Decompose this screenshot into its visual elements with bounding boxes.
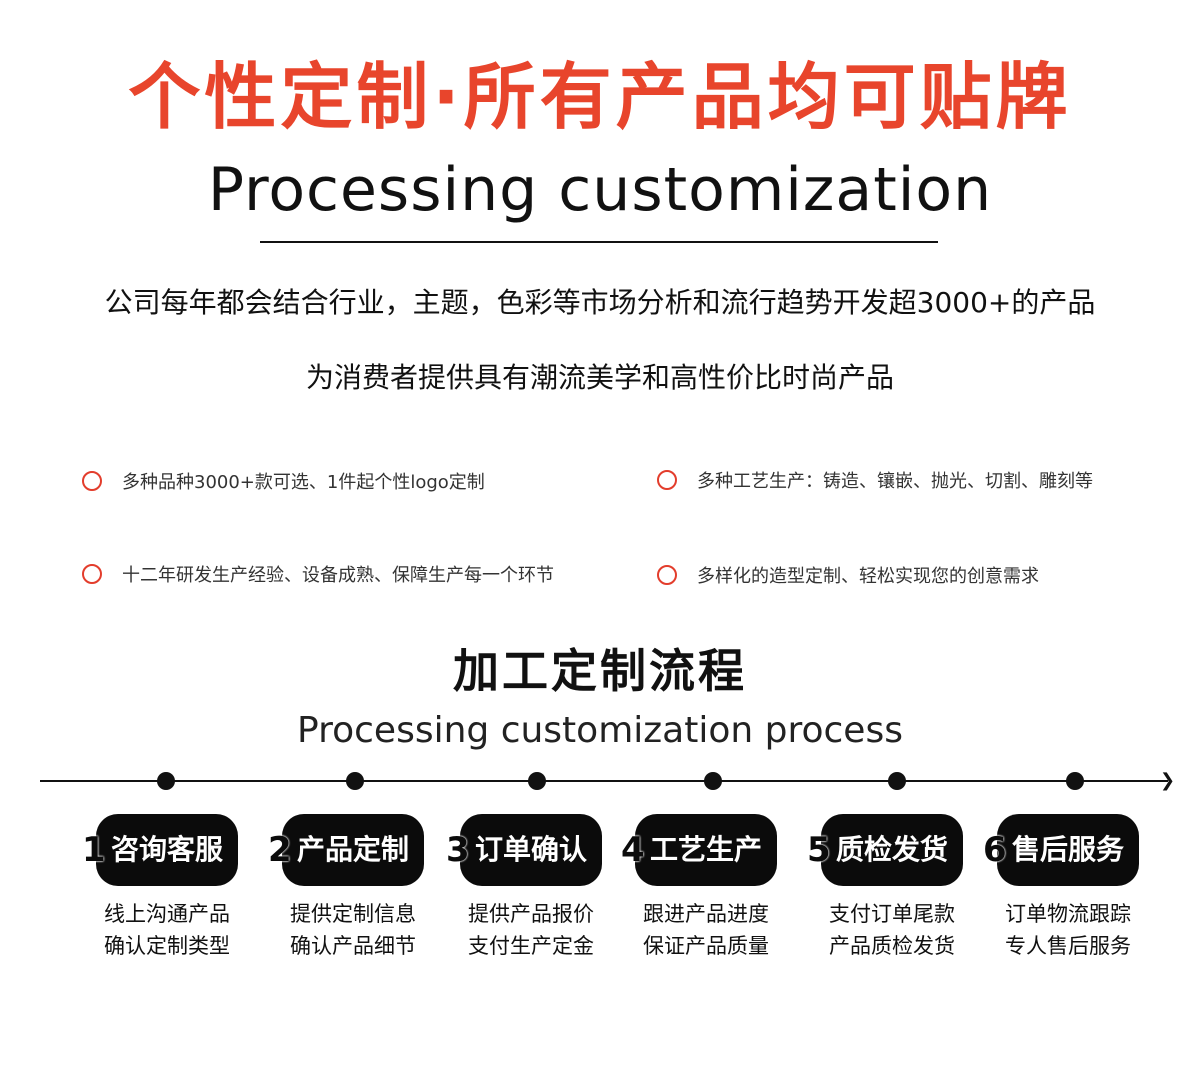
step-pill <box>997 814 1139 886</box>
step-number: 2 <box>268 830 292 870</box>
step-desc-line-2: 确认产品细节 <box>290 934 416 958</box>
intro-line-1: 公司每年都会结合行业，主题，色彩等市场分析和流行趋势开发超3000+的产品 <box>104 286 1096 319</box>
step-description: 支付订单尾款 产品质检发货 <box>807 898 977 962</box>
process-step: 5 质检发货 支付订单尾款 产品质检发货 <box>807 814 997 962</box>
step-desc-line-2: 确认定制类型 <box>104 934 230 958</box>
timeline-dot <box>704 772 722 790</box>
step-number: 5 <box>807 830 831 870</box>
timeline-line <box>40 780 1168 782</box>
step-badge: 3 订单确认 <box>446 814 636 886</box>
arrow-right-icon: ❯ <box>1160 770 1176 791</box>
step-label: 咨询客服 <box>110 833 223 866</box>
step-pill <box>96 814 238 886</box>
timeline-dot <box>346 772 364 790</box>
step-description: 提供定制信息 确认产品细节 <box>268 898 438 962</box>
step-desc-line-1: 跟进产品进度 <box>643 902 769 926</box>
intro-line-2: 为消费者提供具有潮流美学和高性价比时尚产品 <box>305 361 894 394</box>
step-pill <box>460 814 602 886</box>
step-label: 工艺生产 <box>649 833 762 866</box>
process-step: 3 订单确认 提供产品报价 支付生产定金 <box>446 814 636 962</box>
step-desc-line-2: 产品质检发货 <box>829 934 955 958</box>
process-title: 加工定制流程 <box>453 644 747 698</box>
timeline-dot <box>888 772 906 790</box>
timeline-dot <box>157 772 175 790</box>
step-label: 售后服务 <box>1011 833 1124 866</box>
step-desc-line-2: 支付生产定金 <box>468 934 594 958</box>
step-pill <box>821 814 963 886</box>
process-step: 4 工艺生产 跟进产品进度 保证产品质量 <box>621 814 811 962</box>
step-description: 线上沟通产品 确认定制类型 <box>82 898 252 962</box>
step-desc-line-2: 保证产品质量 <box>643 934 769 958</box>
feature-text: 多样化的造型定制、轻松实现您的创意需求 <box>697 566 1039 587</box>
feature-text: 十二年研发生产经验、设备成熟、保障生产每一个环节 <box>122 565 554 586</box>
step-label: 产品定制 <box>296 833 409 866</box>
step-desc-line-1: 线上沟通产品 <box>104 902 230 926</box>
step-label: 质检发货 <box>835 833 948 866</box>
feature-item: 多样化的造型定制、轻松实现您的创意需求 <box>657 560 1039 590</box>
timeline-dot <box>528 772 546 790</box>
feature-text: 多种工艺生产：铸造、镶嵌、抛光、切割、雕刻等 <box>697 471 1093 492</box>
process-step: 2 产品定制 提供定制信息 确认产品细节 <box>268 814 458 962</box>
process-subtitle: Processing customization process <box>297 710 903 751</box>
step-pill <box>282 814 424 886</box>
step-desc-line-1: 提供产品报价 <box>468 902 594 926</box>
page-subtitle: Processing customization <box>207 155 993 225</box>
step-badge: 2 产品定制 <box>268 814 458 886</box>
process-step: 6 售后服务 订单物流跟踪 专人售后服务 <box>983 814 1173 962</box>
step-desc-line-2: 专人售后服务 <box>1005 934 1131 958</box>
step-desc-line-1: 订单物流跟踪 <box>1005 902 1131 926</box>
feature-item: 多种品种3000+款可选、1件起个性logo定制 <box>82 466 485 496</box>
circle-bullet-icon <box>657 565 677 585</box>
step-desc-line-1: 支付订单尾款 <box>829 902 955 926</box>
page-title: 个性定制·所有产品均可贴牌 <box>128 55 1072 139</box>
step-description: 跟进产品进度 保证产品质量 <box>621 898 791 962</box>
step-badge: 6 售后服务 <box>983 814 1173 886</box>
feature-item: 多种工艺生产：铸造、镶嵌、抛光、切割、雕刻等 <box>657 465 1093 495</box>
step-desc-line-1: 提供定制信息 <box>290 902 416 926</box>
step-pill <box>635 814 777 886</box>
step-label: 订单确认 <box>474 833 587 866</box>
circle-bullet-icon <box>82 471 102 491</box>
feature-item: 十二年研发生产经验、设备成熟、保障生产每一个环节 <box>82 559 554 589</box>
timeline-dot <box>1066 772 1084 790</box>
step-number: 6 <box>983 830 1007 870</box>
step-number: 4 <box>621 830 645 870</box>
process-step: 1 咨询客服 线上沟通产品 确认定制类型 <box>82 814 272 962</box>
step-description: 订单物流跟踪 专人售后服务 <box>983 898 1153 962</box>
feature-text: 多种品种3000+款可选、1件起个性logo定制 <box>122 472 485 493</box>
step-number: 1 <box>82 830 106 870</box>
step-badge: 5 质检发货 <box>807 814 997 886</box>
circle-bullet-icon <box>82 564 102 584</box>
step-badge: 1 咨询客服 <box>82 814 272 886</box>
step-description: 提供产品报价 支付生产定金 <box>446 898 616 962</box>
title-divider <box>260 241 938 243</box>
step-number: 3 <box>446 830 470 870</box>
circle-bullet-icon <box>657 470 677 490</box>
step-badge: 4 工艺生产 <box>621 814 811 886</box>
